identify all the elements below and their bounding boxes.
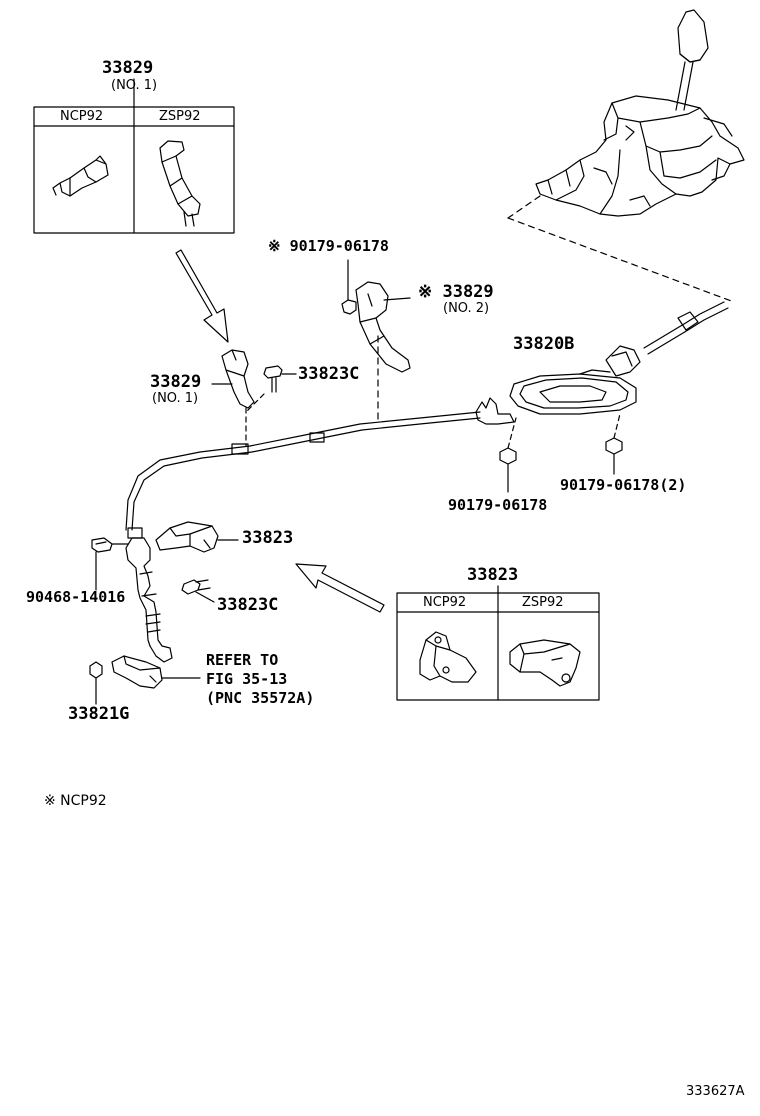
inset-box-33829 <box>33 93 235 234</box>
arrow-down-right <box>175 249 229 343</box>
nuts-90179 <box>499 413 623 493</box>
bracket-33829-no1 <box>211 349 297 447</box>
part-number-33823-box: 33823 <box>467 565 519 585</box>
part-number-33820B: 33820B <box>513 334 575 354</box>
box1-header-ncp92: NCP92 <box>60 109 104 124</box>
figure-id: 333627A <box>686 1084 745 1099</box>
housing-leader-lines <box>507 195 735 303</box>
part-number-33823-left: 33823 <box>242 528 294 548</box>
inset-box-33823 <box>396 585 600 701</box>
part-sub-33829-top: (NO. 1) <box>111 78 158 93</box>
box1-header-zsp92: ZSP92 <box>159 109 201 124</box>
box2-header-zsp92: ZSP92 <box>522 595 564 610</box>
part-number-33829-no2: ※ 33829 <box>418 282 494 302</box>
part-number-33821G: 33821G <box>68 704 130 724</box>
part-number-33829-top: 33829 <box>102 58 154 78</box>
part-number-90468: 90468-14016 <box>26 588 126 606</box>
part-number-33823C-top: 33823C <box>298 364 360 384</box>
bolt-33823C <box>181 579 215 603</box>
part-number-90179-top: ※ 90179-06178 <box>268 237 389 255</box>
part-number-90179-right: 90179-06178(2) <box>560 476 687 494</box>
box2-header-ncp92: NCP92 <box>423 595 467 610</box>
bracket-33823 <box>155 521 239 553</box>
part-sub-33829-no2: (NO. 2) <box>443 301 490 316</box>
arrow-up-left <box>295 563 385 613</box>
refer-line-1: REFER TO <box>206 651 279 669</box>
shift-lever-assembly <box>535 9 745 217</box>
part-number-33829-mid: 33829 <box>150 372 202 392</box>
refer-line-2: FIG 35-13 <box>206 670 288 688</box>
link-33821G <box>89 655 201 705</box>
part-number-90179-mid: 90179-06178 <box>448 496 548 514</box>
footnote-ncp92: ※ NCP92 <box>44 793 107 809</box>
part-sub-33829-mid: (NO. 1) <box>152 391 199 406</box>
refer-line-3: (PNC 35572A) <box>206 689 315 707</box>
control-cable <box>125 301 729 531</box>
part-number-33823C-bottom: 33823C <box>217 595 279 615</box>
cable-base-plate <box>509 369 637 415</box>
bracket-33829-no2 <box>341 259 411 425</box>
cable-adjuster <box>91 527 173 663</box>
